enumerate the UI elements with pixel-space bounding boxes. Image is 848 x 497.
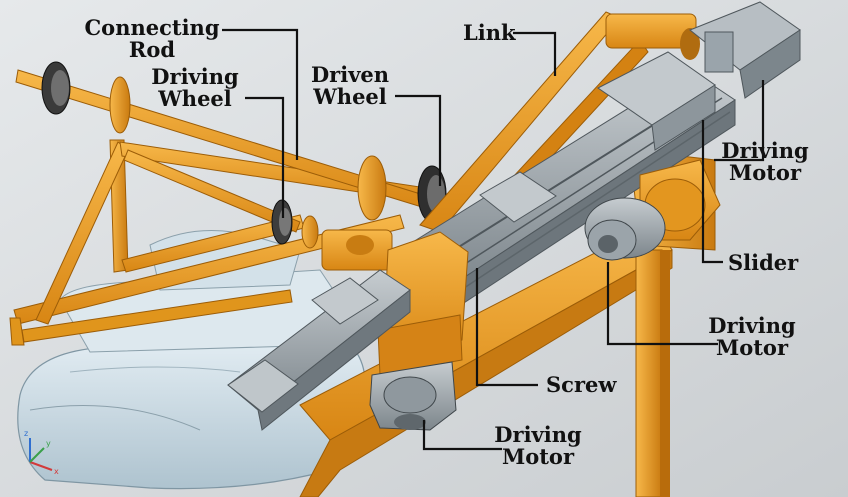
bottom-gearbox: [377, 231, 469, 376]
axis-x-label: x: [54, 467, 59, 476]
leader-slider: [701, 120, 723, 264]
driving-motor-bottom: [369, 361, 457, 431]
label-driving-motor-top-line1: Driving: [721, 138, 809, 163]
leader-lines: [222, 28, 765, 451]
label-driven-wheel-line1: Driven: [310, 62, 390, 87]
leader-driving-wheel: [245, 96, 285, 218]
label-driving-motor-top: Driving Motor: [715, 140, 815, 184]
axis-triad-icon: x y z: [24, 429, 59, 476]
axis-z-label: z: [24, 429, 28, 438]
leader-screw: [475, 268, 538, 387]
driving-motor-top: [689, 1, 801, 99]
label-driving-motor-bottom-line2: Motor: [501, 444, 575, 469]
leader-connecting-rod: [222, 28, 299, 160]
label-driving-motor-top-line2: Motor: [728, 160, 802, 185]
leader-driving-motor-bottom: [422, 420, 502, 451]
label-driven-wheel-line2: Wheel: [313, 84, 387, 109]
label-driving-motor-mid-line1: Driving: [708, 313, 796, 338]
leader-driving-motor-mid: [606, 262, 718, 346]
lower-actuator: [227, 269, 411, 431]
driving-motor-middle: [584, 197, 666, 261]
support-post: [635, 249, 670, 497]
axis-y-label: y: [46, 439, 51, 448]
leader-driving-motor-top: [714, 80, 765, 162]
label-driving-wheel-line1: Driving: [151, 64, 239, 89]
leader-link: [513, 31, 557, 76]
label-driving-motor-bottom: Driving Motor: [488, 424, 588, 468]
label-driven-wheel: Driven Wheel: [300, 64, 400, 108]
driven-wheel: [357, 155, 447, 223]
label-slider: Slider: [728, 250, 799, 275]
label-connecting-rod: Connecting Rod: [82, 17, 222, 61]
label-driving-wheel: Driving Wheel: [140, 66, 250, 110]
label-link: Link: [463, 20, 516, 45]
driving-wheel: [271, 199, 319, 249]
left-pulley: [41, 61, 131, 134]
label-screw: Screw: [546, 372, 617, 397]
label-driving-motor-bottom-line1: Driving: [494, 422, 582, 447]
bearing-block: [321, 229, 393, 271]
slider-carriage: [479, 51, 716, 223]
label-connecting-rod-line1: Connecting: [84, 15, 220, 40]
leader-driven-wheel: [395, 94, 442, 186]
label-connecting-rod-line2: Rod: [128, 37, 176, 62]
label-driving-wheel-line2: Wheel: [158, 86, 232, 111]
label-driving-motor-mid-line2: Motor: [715, 335, 789, 360]
label-driving-motor-mid: Driving Motor: [702, 315, 802, 359]
